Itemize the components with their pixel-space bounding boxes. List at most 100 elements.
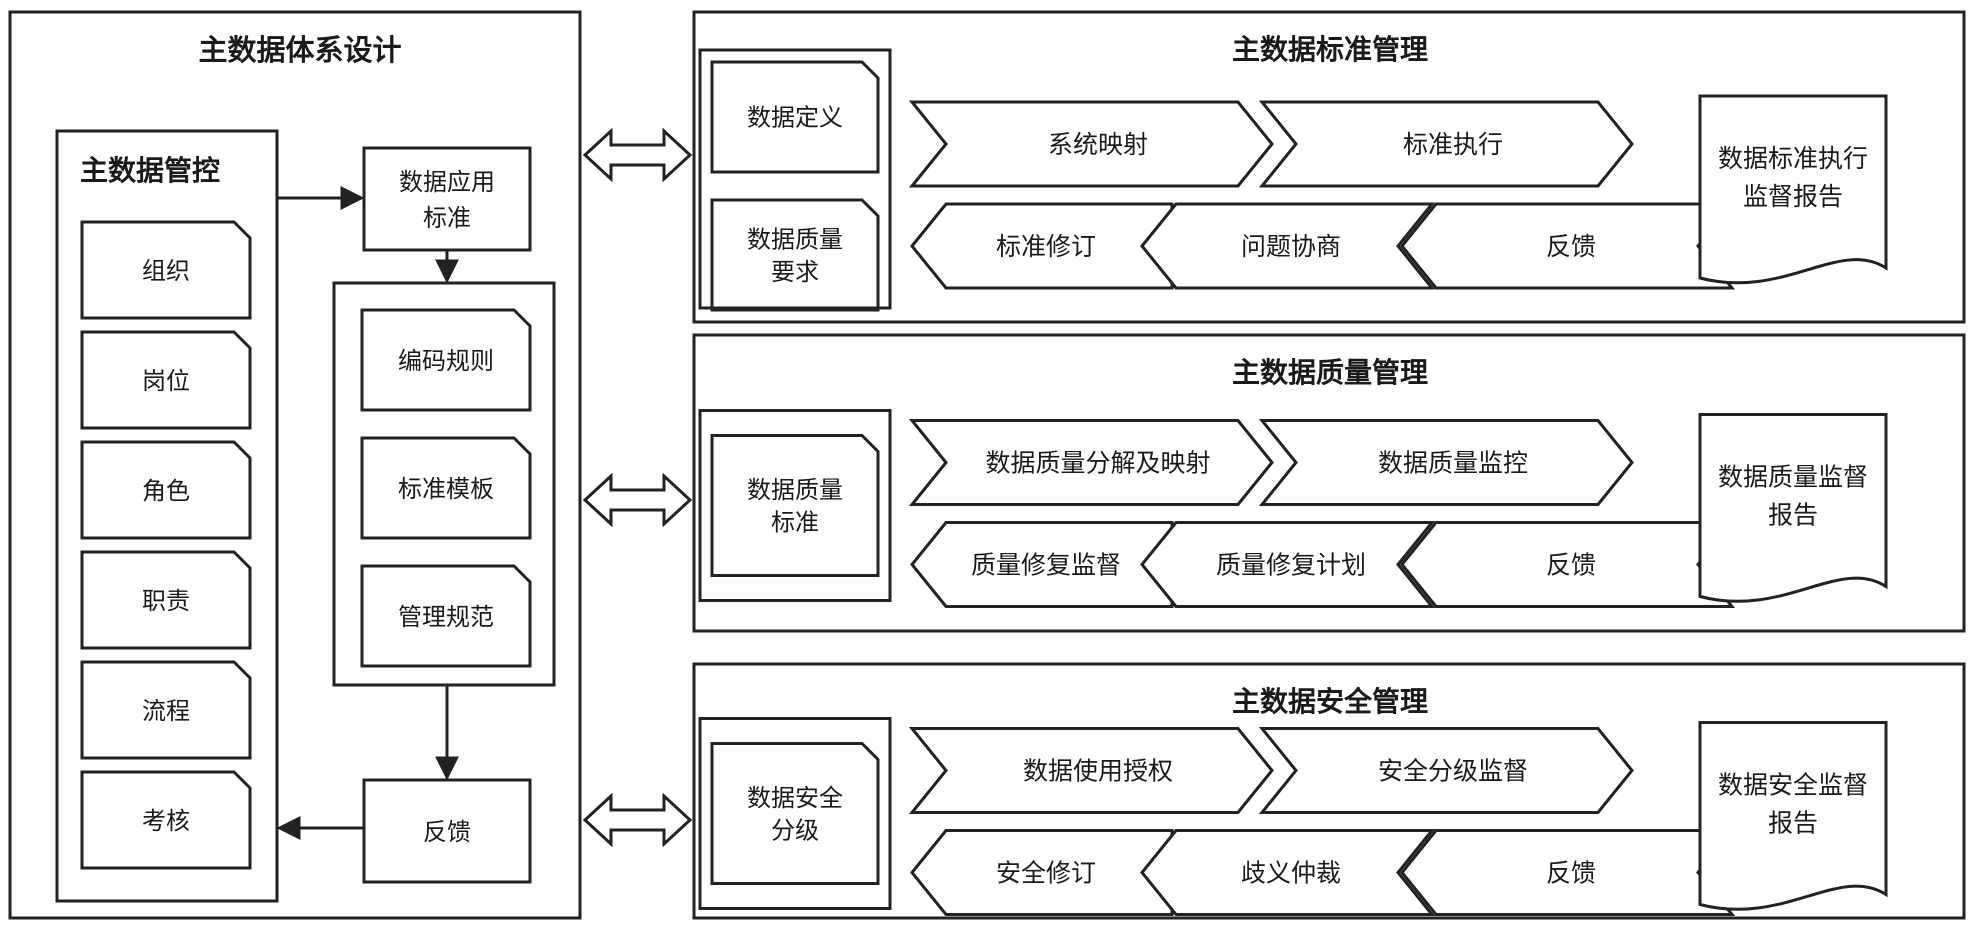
- backward-step-label: 质量修复计划: [1216, 552, 1366, 580]
- governance-item-label: 组织: [142, 258, 190, 285]
- backward-step: [910, 202, 1174, 290]
- backward-step-label: 反馈: [1546, 860, 1596, 888]
- governance-item-label: 岗位: [142, 368, 190, 395]
- forward-step: [1258, 419, 1634, 506]
- panel-frame: [692, 10, 1966, 324]
- governance-item-box: [80, 220, 252, 320]
- input-label: 数据质量要求: [747, 226, 843, 285]
- panel-title: 主数据标准管理: [1232, 33, 1428, 65]
- inputs-container: [698, 717, 892, 910]
- input-box: [710, 434, 880, 577]
- inputs-container: [698, 48, 892, 310]
- forward-step-label: 数据质量监控: [1378, 450, 1528, 478]
- governance-item: 角色: [80, 440, 252, 540]
- input-label-line: 要求: [771, 259, 819, 286]
- input-label-line: 数据安全: [747, 785, 843, 812]
- backward-step-label: 问题协商: [1241, 233, 1341, 261]
- design-feedback-label: 反馈: [423, 819, 471, 846]
- report-label-line: 数据安全监督: [1718, 772, 1868, 800]
- forward-step: [908, 727, 1274, 814]
- link-arrows: [582, 127, 693, 848]
- governance-item-box: [80, 660, 252, 760]
- governance-item: 组织: [80, 220, 252, 320]
- backward-step-label: 安全修订: [996, 860, 1096, 888]
- rule-item-label: 标准模板: [398, 476, 494, 503]
- management-panels: 主数据标准管理数据定义数据质量要求系统映射标准执行标准修订问题协商反馈数据标准执…: [692, 10, 1966, 920]
- forward-step-label: 系统映射: [1048, 131, 1148, 159]
- panel-frame: [692, 662, 1966, 920]
- input-label-line: 标准: [771, 509, 819, 536]
- governance-item-label: 角色: [142, 478, 190, 505]
- report-label-line: 数据标准执行: [1718, 145, 1868, 173]
- input-label: 数据安全分级: [747, 785, 843, 844]
- forward-step: [1258, 100, 1634, 188]
- backward-step-label: 歧义仲裁: [1241, 860, 1341, 888]
- rule-item-box: [360, 564, 532, 668]
- input-label-line: 数据质量: [747, 477, 843, 504]
- input-label: 数据质量标准: [747, 477, 843, 536]
- forward-step-label: 数据使用授权: [1023, 758, 1173, 786]
- report-label: 数据安全监督报告: [1718, 772, 1868, 838]
- panel-frame: [692, 333, 1966, 633]
- double-arrow: [582, 127, 693, 183]
- forward-step-label: 数据质量分解及映射: [985, 450, 1210, 478]
- rule-item: 编码规则: [360, 308, 532, 412]
- backward-step: [910, 829, 1174, 916]
- report-document: [1698, 94, 1888, 285]
- quality-mgmt-panel: 主数据质量管理数据质量标准数据质量分解及映射数据质量监控质量修复监督质量修复计划…: [692, 333, 1966, 633]
- rule-item: 标准模板: [360, 436, 532, 540]
- governance-item-label: 考核: [142, 808, 190, 835]
- governance-item-box: [80, 440, 252, 540]
- forward-step-label: 标准执行: [1403, 131, 1503, 159]
- governance-title: 主数据管控: [80, 154, 220, 186]
- rule-item: 管理规范: [360, 564, 532, 668]
- input-label: 数据定义: [747, 105, 843, 132]
- backward-step-label: 反馈: [1546, 233, 1596, 261]
- backward-step-label: 质量修复监督: [971, 552, 1121, 580]
- governance-item: 考核: [80, 770, 252, 870]
- report-document: [1698, 413, 1888, 603]
- rule-item-label: 管理规范: [398, 604, 494, 631]
- governance-item-box: [80, 550, 252, 650]
- rule-item-box: [360, 308, 532, 412]
- report-label-line: 报告: [1768, 502, 1818, 530]
- report-label-line: 监督报告: [1743, 183, 1843, 211]
- input-label-line: 分级: [771, 817, 819, 844]
- design-panel-title: 主数据体系设计: [198, 34, 401, 67]
- input-label-line: 数据定义: [747, 105, 843, 132]
- report-document: [1698, 721, 1888, 911]
- governance-item: 流程: [80, 660, 252, 760]
- backward-step-label: 反馈: [1546, 552, 1596, 580]
- input-box: [710, 198, 880, 312]
- backward-step: [1140, 829, 1436, 916]
- governance-item: 岗位: [80, 330, 252, 430]
- inputs-container: [698, 409, 892, 602]
- governance-item-label: 流程: [142, 698, 190, 725]
- report-label-line: 报告: [1768, 810, 1818, 838]
- forward-step-label: 安全分级监督: [1378, 758, 1528, 786]
- governance-item-box: [80, 330, 252, 430]
- input-label-line: 数据质量: [747, 226, 843, 253]
- backward-step-label: 标准修订: [996, 233, 1096, 261]
- input-box: [710, 60, 880, 174]
- app-standard-label: 数据应用标准: [399, 169, 495, 232]
- backward-step: [1140, 202, 1436, 290]
- governance-item: 职责: [80, 550, 252, 650]
- security-mgmt-panel: 主数据安全管理数据安全分级数据使用授权安全分级监督安全修订歧义仲裁反馈数据安全监…: [692, 662, 1966, 920]
- double-arrow: [582, 472, 693, 528]
- governance-item-box: [80, 770, 252, 870]
- backward-step: [910, 521, 1174, 608]
- app-standard-line: 标准: [423, 205, 471, 232]
- design-feedback-box: 反馈: [362, 778, 532, 884]
- forward-step: [908, 419, 1274, 506]
- report-label-line: 数据质量监督: [1718, 464, 1868, 492]
- rule-item-box: [360, 436, 532, 540]
- app-standard-line: 数据应用: [399, 169, 495, 196]
- report-label: 数据标准执行监督报告: [1718, 145, 1868, 211]
